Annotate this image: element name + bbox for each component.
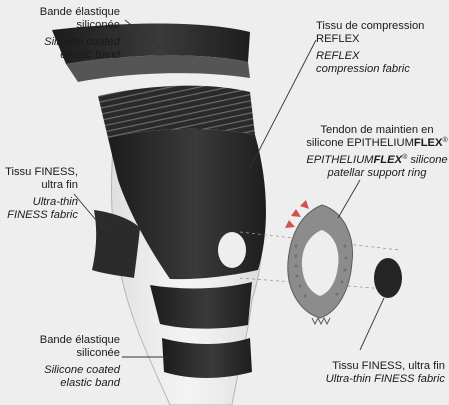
silicone-patellar-ring	[285, 200, 353, 324]
label-en: Silicone coated	[8, 364, 120, 377]
label-en: Ultra-thin	[4, 196, 78, 209]
label-fr: ultra fin	[4, 179, 78, 192]
label-finess-right: Tissu FINESS, ultra fin Ultra-thin FINES…	[300, 360, 445, 386]
label-fr: Tissu FINESS,	[4, 166, 78, 179]
label-en: Ultra-thin FINESS fabric	[300, 373, 445, 386]
label-en: EPITHELIUMFLEX® silicone	[306, 154, 448, 167]
label-fr: REFLEX	[316, 33, 446, 46]
label-en: REFLEX	[316, 50, 446, 63]
label-finess-left: Tissu FINESS, ultra fin Ultra-thin FINES…	[4, 166, 78, 222]
lower-sleeve	[150, 282, 252, 329]
bottom-elastic-band	[162, 338, 252, 378]
label-en: FINESS fabric	[4, 209, 78, 222]
label-tendon-ring: Tendon de maintien en silicone EPITHELIU…	[306, 124, 448, 180]
label-en: elastic band	[8, 49, 120, 62]
label-fr: siliconée	[8, 19, 120, 32]
label-en: Silicone coated	[8, 36, 120, 49]
leader-tendon	[338, 180, 360, 218]
label-reflex-fabric: Tissu de compression REFLEX REFLEX compr…	[316, 20, 446, 76]
label-en: patellar support ring	[306, 167, 448, 180]
leader-finess-right	[360, 298, 384, 350]
label-fr: Tissu FINESS, ultra fin	[300, 360, 445, 373]
label-top-elastic-band: Bande élastique siliconée Silicone coate…	[8, 6, 120, 62]
label-en: compression fabric	[316, 63, 446, 76]
label-en: elastic band	[8, 377, 120, 390]
patella-opening	[218, 232, 246, 268]
label-fr: Bande élastique	[8, 334, 120, 347]
label-fr: siliconée	[8, 347, 120, 360]
label-fr: Tissu de compression	[316, 20, 446, 33]
label-fr: Tendon de maintien en	[306, 124, 448, 137]
label-fr: silicone EPITHELIUMFLEX®	[306, 137, 448, 150]
label-bottom-elastic-band: Bande élastique siliconée Silicone coate…	[8, 334, 120, 390]
right-finess-fabric	[374, 258, 402, 298]
label-fr: Bande élastique	[8, 6, 120, 19]
